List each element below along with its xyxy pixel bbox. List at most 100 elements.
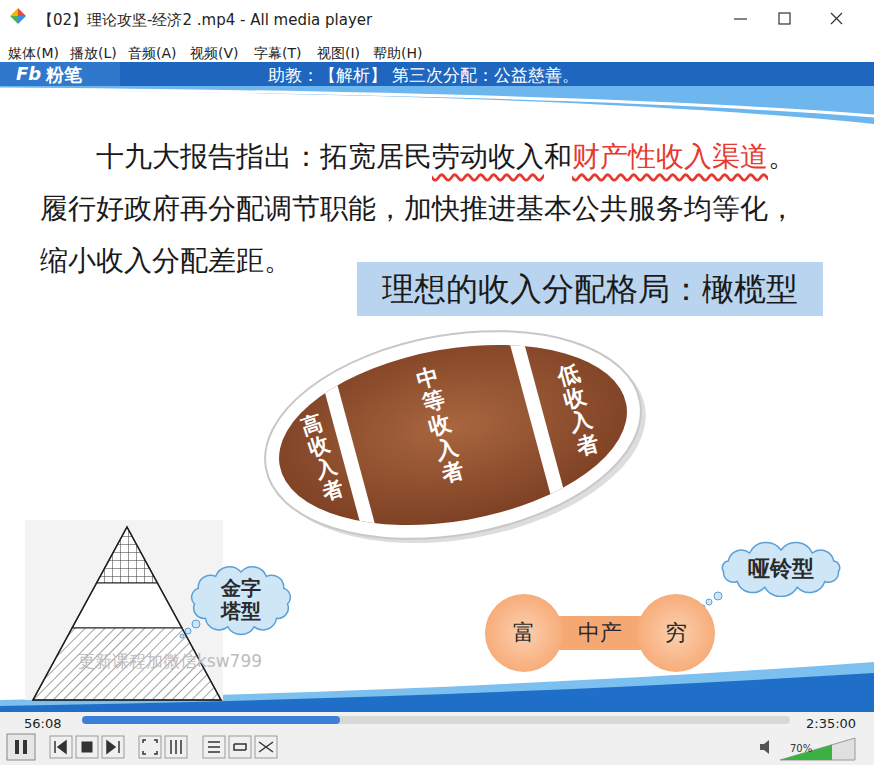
fullscreen-button xyxy=(139,736,161,758)
body-text: 。 xyxy=(768,140,796,173)
watermark: 更新课程加微信ksw799 xyxy=(78,651,262,671)
node-text: 穷 xyxy=(665,620,687,646)
prev-button xyxy=(50,736,72,758)
pause-button xyxy=(7,734,35,760)
label-holder: 帮助(H) xyxy=(373,43,422,63)
minimize-button xyxy=(734,18,747,19)
olive-rim xyxy=(249,304,658,567)
cloud-path xyxy=(722,542,839,596)
progress-track xyxy=(82,716,790,724)
icon-part xyxy=(18,16,26,24)
node-text: 中等收入者 xyxy=(414,364,467,487)
next-button xyxy=(102,736,124,758)
repeat-button xyxy=(229,736,251,758)
menu-item: 媒体(M) xyxy=(8,45,59,61)
menu-item: 音频(A) xyxy=(128,45,177,61)
node-text: 理想的收入分配格局：橄榄型 xyxy=(382,270,798,308)
title-holder: 【02】理论攻坚-经济2 .mp4 - All media player xyxy=(38,10,372,30)
speaker-icon xyxy=(760,740,769,754)
fullscreen-glyph xyxy=(143,740,157,754)
dumbbell-bar: 中产 xyxy=(559,616,641,650)
equalizer-button xyxy=(165,736,187,758)
playlist-button xyxy=(203,736,225,758)
header-swoosh-line xyxy=(0,89,874,116)
pyramid-top-ground xyxy=(97,527,158,583)
prev-glyph xyxy=(55,741,66,753)
income-band: 中等收入者 xyxy=(410,360,470,490)
bubble-dot xyxy=(185,628,191,634)
stop-button xyxy=(76,736,98,758)
menu-item: 播放(L) xyxy=(70,45,117,61)
volume-track xyxy=(780,738,855,760)
node-text: 中产 xyxy=(578,620,622,646)
node-text: 高收入者 xyxy=(298,411,347,505)
body-text-highlight: 劳动收入 xyxy=(432,140,544,173)
bubble-dot xyxy=(706,599,712,605)
label-holder: 70% xyxy=(790,737,812,756)
logo-mark: Fb xyxy=(16,63,41,84)
slide-header-band xyxy=(0,62,874,86)
shuffle-glyph xyxy=(259,742,273,752)
logo-band xyxy=(0,62,120,86)
window-title: 【02】理论攻坚-经济2 .mp4 - All media player xyxy=(38,11,372,29)
bubble-dot xyxy=(714,592,722,600)
label-holder: 56:08 xyxy=(24,713,61,732)
playlist-glyph xyxy=(208,742,220,752)
thought-cloud: 哑铃型 xyxy=(714,541,848,597)
node-text: 富 xyxy=(513,620,535,646)
node-text: 哑铃型 xyxy=(748,556,814,582)
pause-glyph xyxy=(23,740,27,754)
menu-bar xyxy=(0,38,874,62)
label-holder: 更新课程加微信ksw799 xyxy=(78,650,262,673)
heading-box: 理想的收入分配格局：橄榄型 xyxy=(357,262,823,316)
node-text: 金字塔型 xyxy=(221,577,262,623)
title-bar xyxy=(0,0,874,38)
dumbbell-weight: 富 xyxy=(485,594,563,672)
control-bar xyxy=(0,712,874,765)
label-holder: 字幕(T) xyxy=(254,43,301,63)
body-text: 和 xyxy=(544,140,572,173)
volume-level: 70% xyxy=(790,743,812,754)
repeat-glyph xyxy=(234,744,246,750)
label-holder: 播放(L) xyxy=(70,43,117,63)
app-icon xyxy=(10,8,26,24)
body-text: 十九大报告指出：拓宽居民 xyxy=(96,140,432,173)
label-holder: 音频(A) xyxy=(128,43,177,63)
control-buttons xyxy=(50,736,277,758)
slide-header: 助教：【解析】 第三次分配：公益慈善。 xyxy=(268,65,579,85)
income-band: 高收入者 xyxy=(294,407,350,509)
equalizer-glyph xyxy=(171,740,181,754)
menu-item: 帮助(H) xyxy=(373,45,422,61)
time-total: 2:35:00 xyxy=(806,716,856,731)
label-holder: 视图(I) xyxy=(317,43,360,63)
shuffle-button xyxy=(255,736,277,758)
pyramid-top xyxy=(97,527,158,583)
close-button xyxy=(831,13,842,24)
time-elapsed: 56:08 xyxy=(24,716,61,731)
label-holder: Fb xyxy=(16,63,41,84)
label-holder: 2:35:00 xyxy=(806,713,856,732)
icon-part xyxy=(10,16,18,24)
pyramid-outline xyxy=(33,527,221,700)
body-text-highlight: 财产性收入渠道 xyxy=(572,140,768,173)
icon-part xyxy=(10,8,18,16)
menu-item: 视频(V) xyxy=(190,45,239,61)
pause-glyph xyxy=(15,740,19,754)
cloud-path xyxy=(192,567,291,635)
label-holder: 助教：【解析】 第三次分配：公益慈善。 xyxy=(268,64,579,87)
logo-text: 粉笔 xyxy=(46,64,82,85)
label-holder: 媒体(M) xyxy=(8,43,59,63)
header-swoosh xyxy=(0,86,874,124)
node-text: 低收入者 xyxy=(555,360,601,459)
pyramid-middle xyxy=(72,583,182,628)
menu-item: 视图(I) xyxy=(317,45,360,61)
progress-fill xyxy=(82,716,340,724)
olive-divider xyxy=(512,325,566,525)
bubble-dot xyxy=(192,620,200,628)
thought-cloud: 金字塔型 xyxy=(185,563,297,637)
next-glyph xyxy=(107,741,119,753)
bubble-dot xyxy=(180,634,184,638)
control-glyphs xyxy=(55,740,273,754)
income-band: 低收入者 xyxy=(551,357,605,463)
